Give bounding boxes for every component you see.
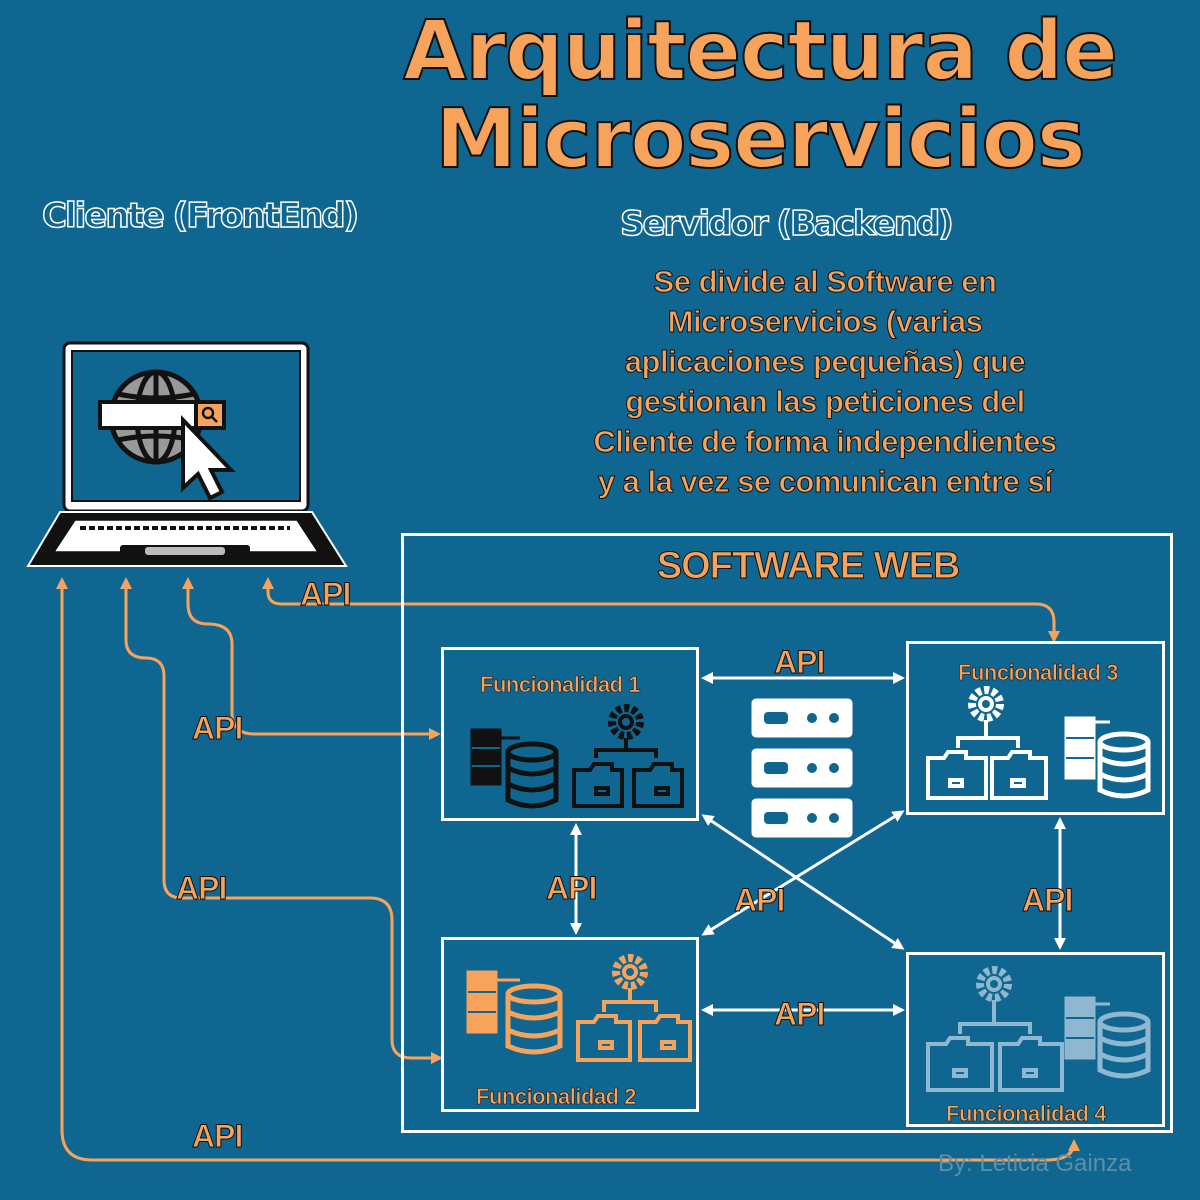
gear-icon xyxy=(956,686,1020,748)
folder-icon xyxy=(926,1036,1064,1092)
server-icon xyxy=(748,695,856,841)
gear-icon xyxy=(958,966,1032,1034)
api-label: API xyxy=(545,870,597,907)
api-label: API xyxy=(299,576,351,613)
module-box-4 xyxy=(906,952,1165,1127)
software-title: SOFTWARE WEB xyxy=(656,545,961,588)
description-line: y a la vez se comunican entre sí xyxy=(597,464,1053,500)
credit: By: Leticia Gainza xyxy=(938,1150,1132,1177)
description-line: gestionan las peticiones del xyxy=(625,384,1026,420)
module-box-1 xyxy=(441,647,699,821)
description: Se divide al Software en Microservicios … xyxy=(520,262,1130,502)
module-label-2: Funcionalidad 2 xyxy=(476,1084,637,1110)
api-label: API xyxy=(191,710,243,747)
title-line-2: Microservicios xyxy=(434,92,1086,187)
title-line-1: Arquitectura de xyxy=(402,4,1119,99)
api-label: API xyxy=(191,1118,243,1155)
server-heading: Servidor (Backend) xyxy=(619,203,954,245)
api-label: API xyxy=(773,644,825,681)
api-label: API xyxy=(773,996,825,1033)
description-line: Se divide al Software en xyxy=(653,264,997,300)
server-icon xyxy=(470,728,520,786)
server-icon xyxy=(466,970,520,1034)
server-icon xyxy=(1064,996,1110,1060)
folder-icon xyxy=(926,750,1048,800)
module-box-3 xyxy=(906,641,1165,815)
module-label-4: Funcionalidad 4 xyxy=(946,1101,1107,1127)
gear-icon xyxy=(594,704,658,758)
database-icon xyxy=(505,983,563,1055)
cursor-icon xyxy=(181,415,236,501)
folder-icon xyxy=(572,762,684,808)
description-line: aplicaciones pequeñas) que xyxy=(624,344,1026,380)
api-label: API xyxy=(175,870,227,907)
server-icon xyxy=(1064,716,1110,780)
database-icon xyxy=(1097,731,1151,799)
description-line: Cliente de forma independientes xyxy=(593,424,1058,460)
search-icon xyxy=(98,400,226,430)
software-web-container xyxy=(401,533,1173,1133)
page-title: Arquitectura de Microservicios xyxy=(330,4,1190,187)
module-label-3: Funcionalidad 3 xyxy=(958,660,1119,686)
database-icon xyxy=(1097,1011,1151,1079)
api-label: API xyxy=(733,882,785,919)
api-label: API xyxy=(1021,882,1073,919)
description-line: Microservicios (varias xyxy=(667,304,983,340)
folder-icon xyxy=(576,1014,692,1062)
gear-icon xyxy=(602,954,658,1012)
client-heading: Cliente (FrontEnd) xyxy=(41,195,360,237)
database-icon xyxy=(505,741,559,809)
module-label-1: Funcionalidad 1 xyxy=(480,672,641,698)
module-box-2 xyxy=(441,937,699,1112)
